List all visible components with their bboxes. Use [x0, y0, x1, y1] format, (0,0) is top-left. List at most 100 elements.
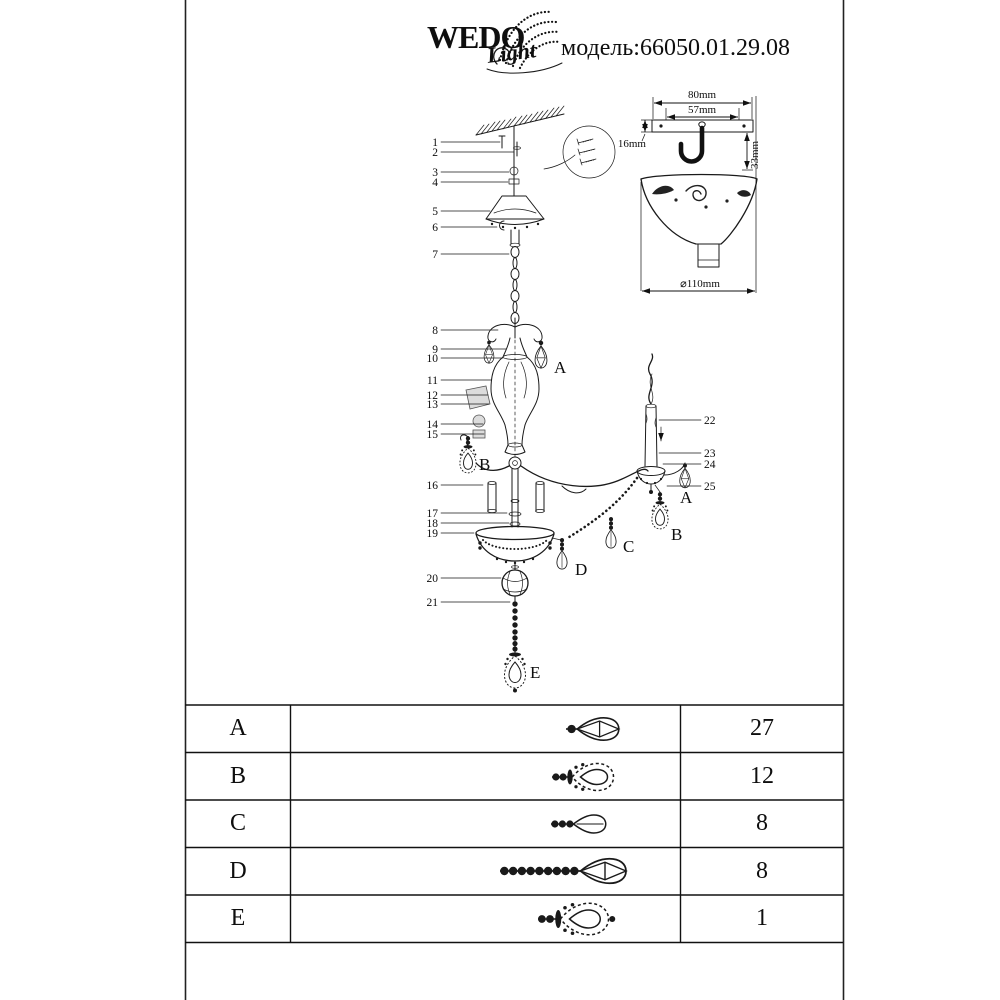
pendant-d-drawing — [500, 859, 626, 884]
callout-19: 19 — [427, 528, 475, 540]
diagram-letter-c: C — [623, 537, 634, 556]
callout-3-label: 3 — [432, 167, 438, 179]
parts-table-part-a: A — [229, 715, 247, 742]
callout-17-label: 17 — [427, 508, 439, 520]
candle — [636, 353, 666, 494]
crystal-a-top-left — [484, 340, 494, 363]
diagram-letter-b1: B — [479, 455, 490, 474]
dim-33mm: 33mm — [749, 140, 761, 169]
pendant-a-drawing — [566, 718, 619, 740]
dim-16mm: 16mm — [618, 138, 647, 150]
exploded-inner-parts — [465, 385, 491, 439]
callout-12-label: 12 — [427, 390, 439, 402]
callouts-right: 22 23 24 25 — [658, 415, 716, 493]
parts-table-part-d: D — [229, 857, 247, 884]
parts-table-qty-b: 12 — [750, 762, 774, 789]
pendant-letter-labels: A B A B C D E — [479, 358, 693, 682]
callout-16: 16 — [427, 480, 484, 492]
parts-table-grid — [185, 704, 843, 944]
candle-pendants — [564, 463, 691, 548]
callout-3: 3 — [432, 167, 510, 179]
diagram-letter-b2: B — [671, 525, 682, 544]
diagram-letter-a2: A — [680, 488, 693, 507]
crystal-d — [557, 538, 567, 569]
callout-24-label: 24 — [704, 459, 716, 471]
callout-5: 5 — [432, 206, 491, 218]
callout-6-label: 6 — [432, 222, 438, 234]
pendant-c-drawing — [551, 815, 606, 833]
callout-9: 9 — [432, 344, 507, 356]
ceiling-cup — [640, 173, 758, 268]
callout-20-label: 20 — [427, 573, 439, 585]
callout-4-label: 4 — [432, 177, 438, 189]
glass-vase-body — [490, 337, 540, 459]
top-crown-hooks — [484, 317, 547, 368]
pendant-b-drawing — [551, 762, 615, 792]
lower-sockets — [487, 481, 545, 513]
callout-4: 4 — [432, 177, 509, 189]
callout-15-label: 15 — [427, 429, 439, 441]
diagram-letter-e: E — [530, 663, 540, 682]
chandelier-drawing — [459, 105, 691, 693]
parts-table-qty-d: 8 — [756, 857, 768, 884]
ceiling-hatch — [475, 105, 565, 136]
mount-detail-inset: 80mm 57mm 16mm 33mm — [618, 89, 761, 294]
callout-17: 17 — [427, 508, 508, 520]
model-label: модель:66050.01.29.08 — [561, 35, 790, 61]
callout-13: 13 — [427, 399, 490, 411]
callout-8-label: 8 — [432, 325, 438, 337]
callout-12: 12 — [427, 390, 489, 402]
parts-table-part-e: E — [230, 905, 246, 932]
brand-wordmark: WEDO — [427, 19, 525, 55]
callout-22: 22 — [658, 415, 716, 427]
callout-25-label: 25 — [704, 481, 716, 493]
crystal-a-right — [680, 463, 691, 488]
parts-table-part-c: C — [229, 810, 246, 837]
diagram-letter-d: D — [575, 560, 587, 579]
callout-19-label: 19 — [427, 528, 439, 540]
callout-7-label: 7 — [432, 249, 438, 261]
callout-18: 18 — [427, 518, 510, 530]
callout-8: 8 — [432, 325, 499, 337]
callout-6: 6 — [432, 222, 498, 234]
callout-1: 1 — [432, 137, 501, 149]
mounting-hardware — [498, 125, 521, 197]
callout-18-label: 18 — [427, 518, 439, 530]
callout-10: 10 — [427, 353, 504, 365]
bottom-dish — [475, 525, 567, 570]
callout-20: 20 — [427, 573, 502, 585]
callout-10-label: 10 — [427, 353, 439, 365]
callout-5-label: 5 — [432, 206, 438, 218]
peacock-logo-icon — [486, 10, 563, 74]
crystal-c — [606, 517, 616, 548]
crystal-b-left — [459, 435, 477, 474]
callout-21: 21 — [427, 597, 511, 609]
callout-2-label: 2 — [432, 147, 438, 159]
callout-23: 23 — [658, 448, 716, 460]
callout-23-label: 23 — [704, 448, 716, 460]
arm-hub — [508, 456, 522, 470]
crystal-a-top-right — [535, 340, 547, 368]
dim-80mm: 80mm — [688, 89, 717, 101]
callouts-left: 1 2 3 4 5 6 7 8 9 10 11 12 13 14 15 16 1… — [427, 137, 515, 609]
callout-9-label: 9 — [432, 344, 438, 356]
callout-7: 7 — [432, 249, 510, 261]
page-frame — [184, 0, 845, 1000]
crystal-e-finial — [503, 640, 527, 693]
callout-14-label: 14 — [427, 419, 439, 431]
dim-57mm: 57mm — [688, 104, 717, 116]
bottom-bead-chain — [512, 601, 518, 641]
left-arm — [459, 434, 510, 474]
hardware-detail-balloon — [543, 125, 616, 179]
callout-11-label: 11 — [427, 375, 438, 387]
callout-2: 2 — [432, 147, 515, 159]
callout-16-label: 16 — [427, 480, 439, 492]
table-pendant-drawings — [500, 718, 626, 936]
parts-table-qty-a: 27 — [750, 715, 774, 742]
diagram-letter-a1: A — [554, 358, 567, 377]
parts-table-qty-c: 8 — [756, 810, 768, 837]
bead-swag — [564, 476, 639, 541]
callout-24: 24 — [662, 459, 716, 471]
